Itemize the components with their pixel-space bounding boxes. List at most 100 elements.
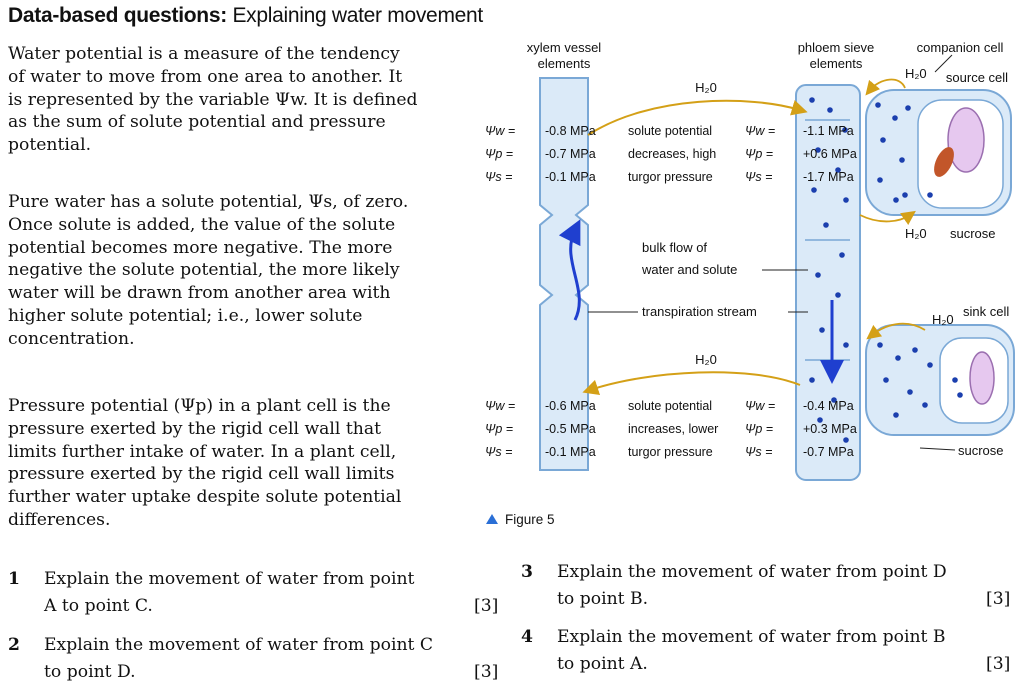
xylem-bottom-w: -0.6 MPa bbox=[545, 399, 596, 413]
text-line: pressure exerted by the rigid cell wall … bbox=[8, 418, 382, 439]
figure-5-diagram: xylem vessel elements phloem sieve eleme… bbox=[485, 40, 1015, 527]
sink-cell bbox=[865, 324, 1015, 436]
phloem-top-s: -1.7 MPa bbox=[803, 170, 854, 184]
h2o-label-sink: H₂0 bbox=[932, 312, 954, 327]
h2o-arrow-source bbox=[865, 78, 906, 96]
phloem-label-1: phloem sieve bbox=[798, 40, 875, 55]
source-cell-label: source cell bbox=[946, 70, 1008, 85]
question-text: Explain the movement of water from point… bbox=[44, 632, 433, 686]
text-line: negative the solute potential, the more … bbox=[8, 260, 400, 281]
text-line: Pressure potential (Ψp) in a plant cell … bbox=[8, 396, 391, 416]
bottom-mid-1: solute potential bbox=[628, 399, 712, 413]
question-number: 2 bbox=[8, 635, 20, 655]
caption-triangle-icon bbox=[486, 514, 498, 524]
question-3: 3 Explain the movement of water from poi… bbox=[521, 559, 1016, 619]
h2o-label-source: H₂0 bbox=[905, 66, 927, 81]
phloem-bottom-s: -0.7 MPa bbox=[803, 445, 854, 459]
sucrose-dot bbox=[899, 157, 905, 163]
sucrose-dot bbox=[893, 412, 899, 418]
sucrose-dot bbox=[843, 197, 849, 203]
paragraph-solute-potential: Pure water has a solute potential, Ψs, o… bbox=[8, 191, 468, 351]
question-text: Explain the movement of water from point… bbox=[557, 559, 947, 613]
sucrose-dot bbox=[912, 347, 918, 353]
xylem-top-s: -0.1 MPa bbox=[545, 170, 596, 184]
text-line: differences. bbox=[8, 509, 111, 530]
sucrose-dot bbox=[843, 437, 849, 443]
h2o-label-source-bottom: H₂0 bbox=[905, 226, 927, 241]
bottom-mid-3: turgor pressure bbox=[628, 445, 713, 459]
question-line: Explain the movement of water from point… bbox=[557, 562, 947, 582]
question-marks: [3] bbox=[986, 589, 1011, 609]
leader-line bbox=[919, 447, 956, 451]
xylem-label-1: xylem vessel bbox=[527, 40, 602, 55]
sucrose-dot bbox=[957, 392, 963, 398]
sucrose-dot bbox=[819, 327, 825, 333]
sucrose-dot bbox=[880, 137, 886, 143]
sucrose-dot bbox=[952, 377, 958, 383]
psi-s-label: Ψs = bbox=[745, 170, 772, 184]
h2o-label-top: H₂0 bbox=[695, 80, 717, 95]
question-line: Explain the movement of water from point… bbox=[557, 627, 946, 647]
question-2: 2 Explain the movement of water from poi… bbox=[8, 632, 498, 692]
sink-cell-label: sink cell bbox=[963, 304, 1009, 319]
text-line: limits further intake of water. In a pla… bbox=[8, 441, 397, 462]
leader-line bbox=[934, 54, 953, 73]
page-title: Data-based questions: Explaining water m… bbox=[8, 4, 483, 28]
question-4: 4 Explain the movement of water from poi… bbox=[521, 624, 1016, 684]
sucrose-dot bbox=[809, 97, 815, 103]
phloem-label-2: elements bbox=[810, 56, 863, 71]
text-line: further water uptake despite solute pote… bbox=[8, 487, 402, 508]
sucrose-dot bbox=[823, 222, 829, 228]
title-rest: Explaining water movement bbox=[232, 4, 483, 27]
question-number: 3 bbox=[521, 562, 533, 582]
top-mid-3: turgor pressure bbox=[628, 170, 713, 184]
xylem-bottom-s: -0.1 MPa bbox=[545, 445, 596, 459]
sucrose-dot bbox=[817, 417, 823, 423]
question-marks: [3] bbox=[474, 662, 499, 682]
question-marks: [3] bbox=[474, 596, 499, 616]
sucrose-dot bbox=[927, 362, 933, 368]
sucrose-dot bbox=[811, 187, 817, 193]
sucrose-dot bbox=[835, 292, 841, 298]
vacuole-shape bbox=[947, 107, 985, 173]
bulk-flow-label-1: bulk flow of bbox=[642, 240, 707, 255]
transpiration-label: transpiration stream bbox=[642, 304, 757, 319]
sucrose-dots bbox=[809, 97, 963, 443]
companion-cell-label: companion cell bbox=[917, 40, 1004, 55]
psi-w-label: Ψw = bbox=[485, 399, 515, 413]
question-line: Explain the movement of water from point bbox=[44, 569, 415, 589]
paragraph-pressure-potential: Pressure potential (Ψp) in a plant cell … bbox=[8, 395, 468, 532]
question-line: to point A. bbox=[557, 654, 648, 674]
h2o-arrow-sink bbox=[866, 322, 926, 340]
psi-p-label: Ψp = bbox=[745, 147, 773, 161]
psi-w-label: Ψw = bbox=[485, 124, 515, 138]
sucrose-dot bbox=[809, 377, 815, 383]
question-marks: [3] bbox=[986, 654, 1011, 674]
sucrose-dot bbox=[893, 197, 899, 203]
text-line: as the sum of solute potential and press… bbox=[8, 112, 386, 133]
top-mid-2: decreases, high bbox=[628, 147, 716, 161]
psi-s-label: Ψs = bbox=[485, 445, 512, 459]
text-line: Once solute is added, the value of the s… bbox=[8, 214, 396, 235]
sucrose-dot bbox=[877, 342, 883, 348]
h2o-arrow-bottom bbox=[582, 371, 801, 396]
psi-p-label: Ψp = bbox=[485, 147, 513, 161]
text-line: of water to move from one area to anothe… bbox=[8, 66, 403, 87]
title-bold: Data-based questions: bbox=[8, 4, 227, 27]
text-line: is represented by the variable Ψw. It is… bbox=[8, 89, 418, 110]
psi-p-label: Ψp = bbox=[485, 422, 513, 436]
text-line: water will be drawn from another area wi… bbox=[8, 283, 391, 304]
question-text: Explain the movement of water from point… bbox=[44, 566, 414, 620]
sucrose-dot bbox=[895, 355, 901, 361]
bulk-flow-label-2: water and solute bbox=[641, 262, 737, 277]
top-mid-1: solute potential bbox=[628, 124, 712, 138]
question-line: to point B. bbox=[557, 589, 649, 609]
bottom-mid-2: increases, lower bbox=[628, 422, 718, 436]
question-number: 1 bbox=[8, 569, 20, 589]
sucrose-dot bbox=[883, 377, 889, 383]
nucleus-shape bbox=[934, 147, 954, 177]
question-1: 1 Explain the movement of water from poi… bbox=[8, 566, 498, 626]
text-line: Water potential is a measure of the tend… bbox=[8, 44, 400, 64]
sucrose-dot bbox=[815, 147, 821, 153]
phloem-top-w: -1.1 MPa bbox=[803, 124, 854, 138]
